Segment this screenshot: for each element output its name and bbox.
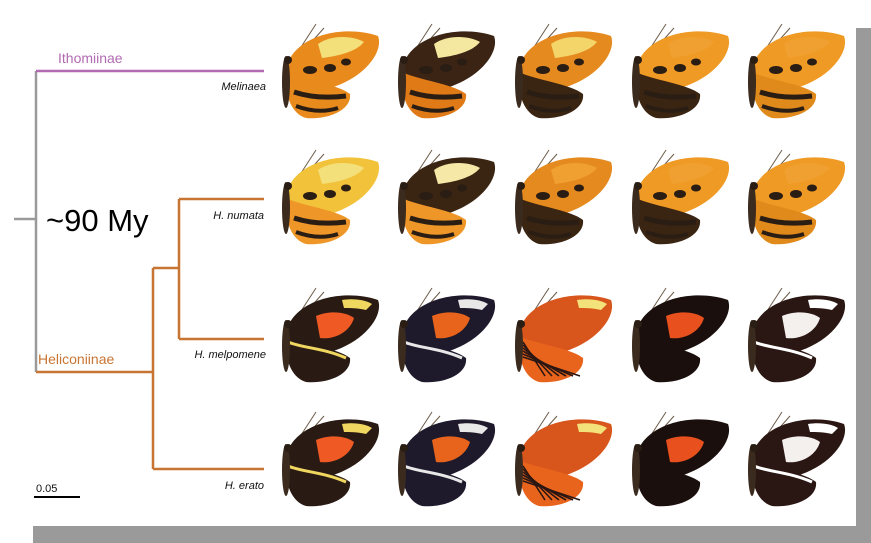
wing-spot xyxy=(419,66,433,74)
wing-spot xyxy=(674,190,686,198)
wing-spot xyxy=(457,185,467,192)
butterfly-specimen xyxy=(398,150,495,244)
butterfly-specimen xyxy=(515,288,612,382)
butterfly-head xyxy=(634,182,642,190)
wing-spot xyxy=(653,192,667,200)
butterfly-specimen xyxy=(748,412,845,506)
butterfly-specimen xyxy=(282,288,379,382)
butterfly-head xyxy=(750,320,758,328)
wing-spot xyxy=(769,66,783,74)
scale-bar-label: 0.05 xyxy=(36,483,57,495)
wing-spot xyxy=(807,59,817,66)
divergence-age-label: ~90 My xyxy=(46,203,149,238)
clade-label-ithomiinae: Ithomiinae xyxy=(58,50,123,66)
butterfly-head xyxy=(284,56,292,64)
wing-spot xyxy=(574,185,584,192)
butterfly-head xyxy=(517,56,525,64)
wing-spot xyxy=(691,185,701,192)
wing-spot xyxy=(557,64,569,72)
wing-spot xyxy=(557,190,569,198)
butterfly-head xyxy=(400,320,408,328)
butterfly-specimen xyxy=(398,412,495,506)
wing-spot xyxy=(303,66,317,74)
wing-spot xyxy=(341,59,351,66)
butterfly-specimen xyxy=(282,24,379,118)
clade-label-heliconiinae: Heliconiinae xyxy=(38,351,114,367)
wing-spot xyxy=(653,66,667,74)
butterfly-head xyxy=(634,444,642,452)
wing-spot xyxy=(790,190,802,198)
butterfly-specimen xyxy=(515,150,612,244)
butterfly-head xyxy=(284,444,292,452)
species-label-h-melpomene: H. melpomene xyxy=(194,349,266,361)
wing-spot xyxy=(440,190,452,198)
butterfly-head xyxy=(284,182,292,190)
butterfly-specimen xyxy=(748,288,845,382)
butterfly-head xyxy=(634,320,642,328)
wing-spot xyxy=(691,59,701,66)
wing-spot xyxy=(457,59,467,66)
species-label-h-erato: H. erato xyxy=(225,480,264,492)
butterfly-specimen xyxy=(632,150,729,244)
wing-spot xyxy=(574,59,584,66)
wing-spot xyxy=(536,66,550,74)
butterfly-head xyxy=(400,444,408,452)
butterfly-head xyxy=(400,182,408,190)
wing-spot xyxy=(419,192,433,200)
wing-spot xyxy=(440,64,452,72)
butterfly-head xyxy=(517,444,525,452)
butterfly-grid xyxy=(282,24,845,506)
butterfly-head xyxy=(517,182,525,190)
butterfly-specimen xyxy=(282,150,379,244)
wing-spot xyxy=(807,185,817,192)
species-label-h-numata: H. numata xyxy=(213,210,264,222)
butterfly-head xyxy=(400,56,408,64)
butterfly-specimen xyxy=(748,150,845,244)
butterfly-specimen xyxy=(398,288,495,382)
butterfly-specimen xyxy=(282,412,379,506)
butterfly-head xyxy=(750,182,758,190)
butterfly-head xyxy=(750,56,758,64)
species-label-melinaea: Melinaea xyxy=(221,81,266,93)
butterfly-head xyxy=(634,56,642,64)
wing-spot xyxy=(324,190,336,198)
wing-spot xyxy=(341,185,351,192)
butterfly-specimen xyxy=(632,24,729,118)
butterfly-specimen xyxy=(748,24,845,118)
wing-spot xyxy=(674,64,686,72)
wing-spot xyxy=(536,192,550,200)
wing-spot xyxy=(303,192,317,200)
butterfly-head xyxy=(750,444,758,452)
butterfly-head xyxy=(284,320,292,328)
phylogenetic-tree xyxy=(14,71,264,469)
butterfly-specimen xyxy=(632,412,729,506)
butterfly-specimen xyxy=(515,24,612,118)
butterfly-head xyxy=(517,320,525,328)
butterfly-specimen xyxy=(398,24,495,118)
butterfly-specimen xyxy=(632,288,729,382)
wing-spot xyxy=(769,192,783,200)
wing-spot xyxy=(324,64,336,72)
butterfly-specimen xyxy=(515,412,612,506)
wing-spot xyxy=(790,64,802,72)
